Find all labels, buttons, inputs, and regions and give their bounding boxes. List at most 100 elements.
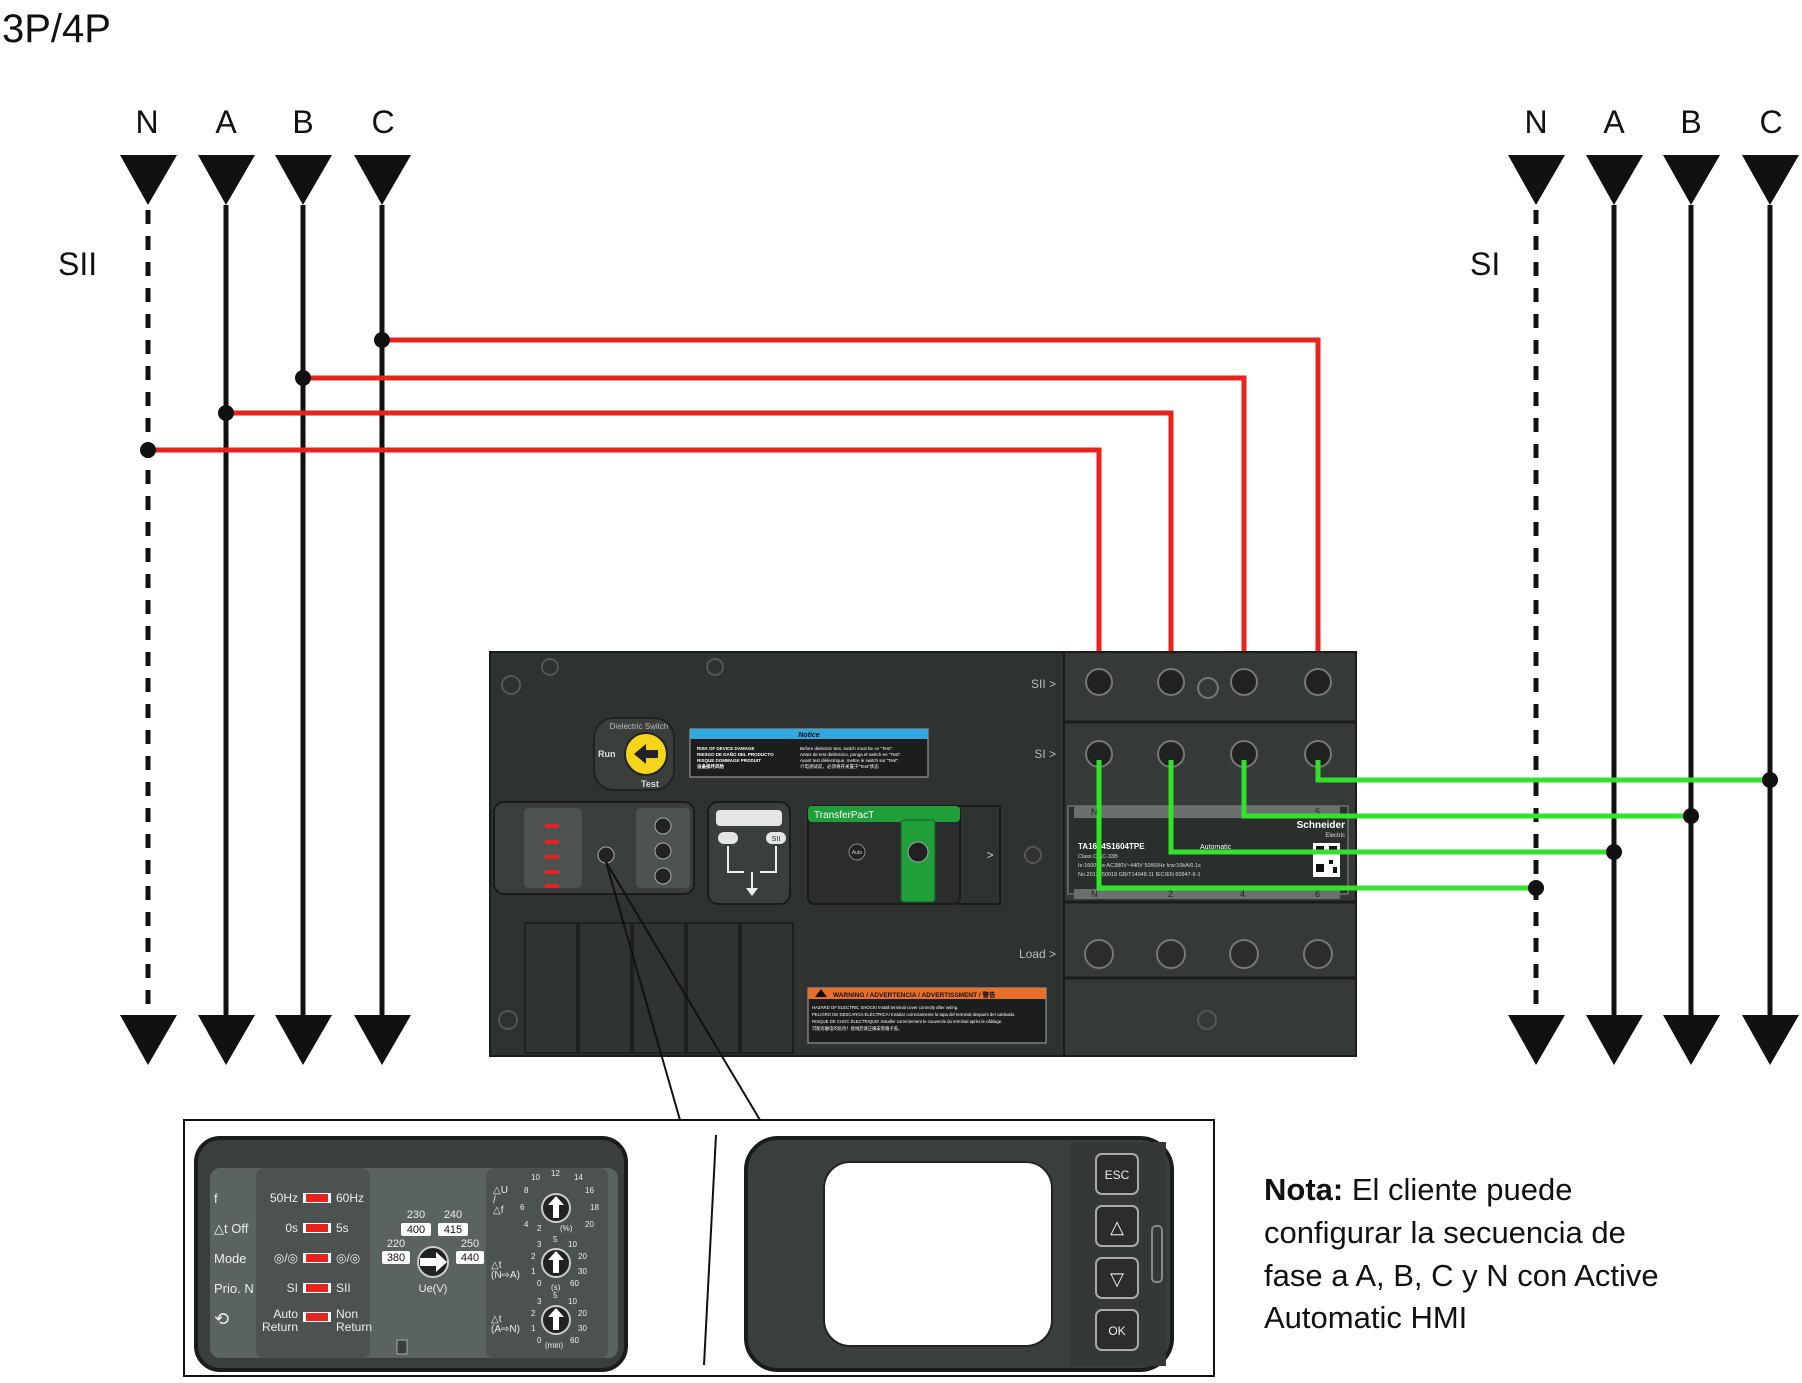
load-terminal-b [1229, 939, 1259, 969]
hmi-down-button[interactable] [1095, 1257, 1139, 1299]
svg-text:440: 440 [461, 1252, 479, 1264]
sii-terminal-a [1157, 668, 1185, 696]
right-phase-a-label: A [1603, 104, 1625, 140]
hmi-up-button[interactable] [1095, 1205, 1139, 1247]
svg-text:14: 14 [574, 1173, 583, 1182]
svg-text:5s: 5s [336, 1221, 349, 1235]
arrow-left-icon [634, 744, 658, 764]
svg-text:(s): (s) [551, 1283, 561, 1292]
svg-text:Test: Test [641, 779, 659, 789]
svg-text:60Hz: 60Hz [336, 1191, 364, 1205]
svg-text:20: 20 [578, 1309, 587, 1318]
arrow-up-icon [548, 1308, 564, 1330]
svg-text:20: 20 [578, 1252, 587, 1261]
svg-text:2: 2 [537, 1224, 542, 1233]
wire-si-b [1241, 760, 1691, 819]
right-phase-c-label: C [1759, 104, 1782, 140]
left-c-top-arrow [354, 155, 411, 205]
row-label-frequency: f [214, 1191, 218, 1206]
hmi-small[interactable] [707, 801, 791, 905]
svg-text:380: 380 [387, 1252, 405, 1264]
svg-text:6: 6 [1315, 889, 1320, 899]
svg-text:Avant test diélectrique, mettr: Avant test diélectrique, mettre le switc… [800, 758, 899, 763]
svg-text:4: 4 [524, 1220, 529, 1229]
svg-text:OK: OK [1108, 1324, 1125, 1338]
junction-si-n [1528, 880, 1544, 896]
si-port-label: SI > [1034, 747, 1056, 761]
left-phase-c-label: C [371, 104, 394, 140]
svg-text:△U/△f: △U/△f [493, 1185, 508, 1216]
left-b-bottom-arrow [275, 1015, 332, 1065]
svg-text:RIESGO DE DAÑO DEL PRODUCTO: RIESGO DE DAÑO DEL PRODUCTO [697, 751, 774, 757]
svg-text:8: 8 [524, 1186, 529, 1195]
svg-text:10: 10 [568, 1240, 577, 1249]
svg-text:RISK OF DEVICE DAMAGE: RISK OF DEVICE DAMAGE [697, 746, 755, 751]
hmi-ok-button[interactable] [1095, 1309, 1139, 1351]
left-phase-a-label: A [215, 104, 237, 140]
hmi-display [823, 1161, 1053, 1347]
svg-text:PELIGRO DE DESCARGA ELÉCTRICA!: PELIGRO DE DESCARGA ELÉCTRICA! Instalar … [812, 1012, 1015, 1017]
svg-text:30: 30 [578, 1324, 587, 1333]
right-b-bottom-arrow [1663, 1015, 1720, 1065]
screw-icon [706, 658, 724, 676]
svg-text:介电测试前，必须将开关置于“Test”状态: 介电测试前，必须将开关置于“Test”状态 [800, 763, 879, 770]
svg-text:SI: SI [287, 1281, 298, 1295]
svg-text:N: N [1091, 807, 1098, 817]
svg-text:△t(N⇨A): △t(N⇨A) [491, 1260, 520, 1281]
arrow-up-icon [548, 1196, 564, 1218]
svg-text:SII: SII [772, 836, 781, 843]
arrow-right-icon [420, 1252, 447, 1272]
arrow-up-icon [548, 1251, 564, 1273]
svg-text:220: 220 [387, 1238, 405, 1250]
right-phase-n-label: N [1524, 104, 1547, 140]
right-a-bottom-arrow [1586, 1015, 1643, 1065]
note-line-2: configurar la secuencia de [1264, 1215, 1626, 1250]
svg-text:Electric: Electric [1325, 833, 1345, 839]
svg-text:60: 60 [570, 1279, 579, 1288]
svg-text:◎/◎: ◎/◎ [336, 1251, 360, 1265]
svg-text:60: 60 [570, 1336, 579, 1345]
junction-sii-c [374, 332, 390, 348]
svg-text:(%): (%) [560, 1224, 573, 1233]
svg-text:3: 3 [537, 1240, 542, 1249]
voltage-selector-small [597, 846, 615, 864]
mode-label: Automatic [1200, 844, 1232, 851]
left-phase-n-label: N [135, 104, 158, 140]
svg-text:3: 3 [537, 1297, 542, 1306]
hmi-esc-button[interactable] [1095, 1153, 1139, 1195]
screw-icon [501, 675, 521, 695]
svg-text:5: 5 [553, 1291, 558, 1300]
note-line-4: Automatic HMI [1264, 1300, 1467, 1335]
svg-text:2: 2 [1168, 889, 1173, 899]
svg-text:0: 0 [537, 1279, 542, 1288]
right-c-top-arrow [1742, 155, 1799, 205]
svg-text:Auto: Auto [852, 850, 863, 856]
screw-icon [1197, 1010, 1217, 1030]
note-line-1: Nota: El cliente puede [1264, 1172, 1572, 1207]
settings-panel-zoom: f △t Off Mode Prio. N ⟲ 50Hz 60Hz 0s 5s … [194, 1136, 628, 1372]
row-label-mode: Mode [214, 1251, 247, 1266]
right-b-top-arrow [1663, 155, 1720, 205]
wire-si-c [1315, 760, 1770, 783]
row-label-delay-off: △t Off [214, 1221, 249, 1236]
transferpact-brand: TransferPacT [814, 810, 874, 821]
load-port-label: Load > [1019, 947, 1056, 961]
right-c-bottom-arrow [1742, 1015, 1799, 1065]
svg-text:ESC: ESC [1105, 1168, 1130, 1182]
up-arrow-icon: △ [1110, 1217, 1124, 1237]
wire-sii-n [148, 447, 1102, 685]
left-a-bottom-arrow [198, 1015, 255, 1065]
svg-text:400: 400 [407, 1224, 425, 1236]
svg-text:Run: Run [598, 749, 616, 759]
svg-text:20: 20 [585, 1220, 594, 1229]
svg-text:◎/◎: ◎/◎ [274, 1251, 298, 1265]
source-label-sii: SII [58, 246, 97, 282]
svg-text:可能有触电的危险！接线后请正确安装端子盖。: 可能有触电的危险！接线后请正确安装端子盖。 [812, 1025, 902, 1032]
wire-sii-b [303, 375, 1247, 685]
svg-text:△t(A⇨N): △t(A⇨N) [491, 1314, 520, 1335]
right-source-si: SI N A B C [1470, 104, 1799, 1065]
